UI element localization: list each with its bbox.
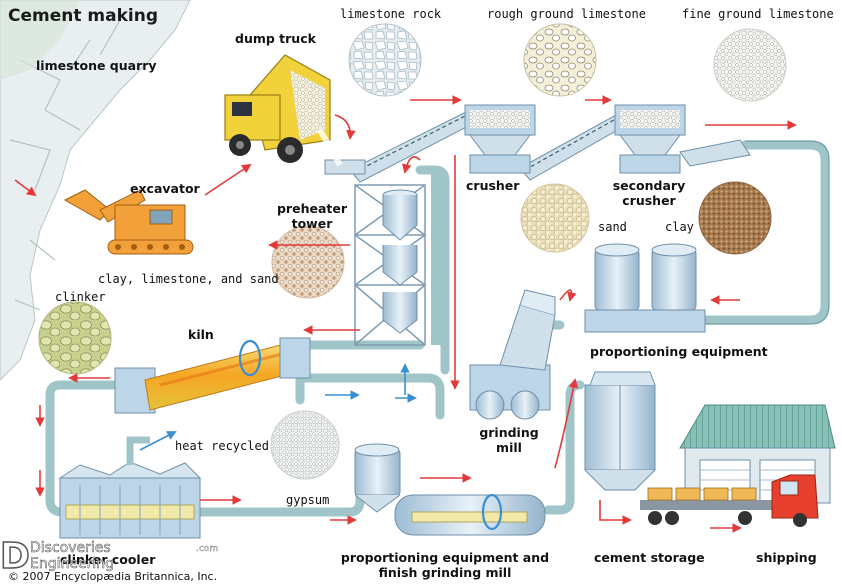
material-samples (38, 23, 787, 480)
label-gypsum: gypsum (286, 493, 330, 507)
dump-truck (224, 54, 343, 167)
label-finish-grinding-line2: finish grinding mill (378, 565, 512, 580)
secondary-crusher-machine (614, 104, 686, 174)
heat-arrows (139, 363, 417, 451)
label-fine-ground-limestone: fine ground limestone (682, 7, 834, 21)
watermark-line1: Discoveries (30, 540, 111, 557)
shipping-truck (640, 474, 819, 527)
label-grinding-mill-line2: mill (496, 440, 522, 455)
label-rough-ground-limestone: rough ground limestone (487, 7, 646, 21)
clinker-cooler-machine (58, 436, 202, 539)
sand-sample (520, 183, 590, 253)
conveyors (324, 109, 751, 183)
flow-arrows (14, 95, 797, 533)
quarry-cliff (0, 0, 191, 381)
cement-storage-silos (584, 371, 656, 491)
label-preheater-line2: tower (291, 216, 333, 231)
label-proportioning-equipment: proportioning equipment (590, 344, 768, 359)
label-crusher: crusher (466, 178, 520, 193)
label-clinker: clinker (55, 290, 106, 304)
label-dump-truck: dump truck (235, 31, 316, 46)
limestone-rock-sample (348, 23, 422, 97)
label-shipping: shipping (756, 550, 817, 565)
label-limestone-rock: limestone rock (340, 7, 442, 21)
fine-ground-sample (713, 28, 787, 102)
label-heat-recycled: heat recycled (175, 439, 269, 453)
watermark-line2: Engineering (30, 556, 115, 573)
label-sand: sand (598, 220, 627, 234)
label-kiln: kiln (188, 327, 214, 342)
watermark-logo-letter: D (0, 535, 31, 578)
watermark-suffix: .com (196, 544, 219, 554)
label-cement-storage: cement storage (594, 550, 705, 565)
label-secondary-crusher-line2: crusher (622, 193, 676, 208)
crusher-machine (464, 104, 536, 174)
rough-ground-sample (523, 23, 597, 97)
label-grinding-mill-line1: grinding (479, 425, 539, 440)
gypsum-sample (270, 410, 340, 480)
preheater-tower (354, 170, 443, 346)
finish-mill-machine (354, 443, 546, 536)
clay-sample (698, 181, 772, 255)
label-limestone-quarry: limestone quarry (36, 58, 157, 73)
label-clay-limestone-sand: clay, limestone, and sand (98, 272, 279, 286)
label-secondary-crusher-line1: secondary (612, 178, 686, 193)
kiln-machine (114, 337, 311, 414)
label-clinker-cooler: clinker cooler (60, 552, 156, 567)
excavator-machine (63, 189, 194, 255)
label-finish-grinding-line1: proportioning equipment and (340, 550, 550, 565)
label-excavator: excavator (130, 181, 200, 196)
copyright-notice: © 2007 Encyclopædia Britannica, Inc. (8, 570, 218, 583)
label-preheater-line1: preheater (276, 201, 348, 216)
clinker-sample (38, 301, 112, 375)
page-title: Cement making (8, 6, 158, 26)
clay-limestone-sand-sample (271, 225, 345, 299)
label-clay: clay (665, 220, 694, 234)
proportioning-silos (584, 243, 706, 333)
grinding-mill-machine (469, 289, 556, 420)
